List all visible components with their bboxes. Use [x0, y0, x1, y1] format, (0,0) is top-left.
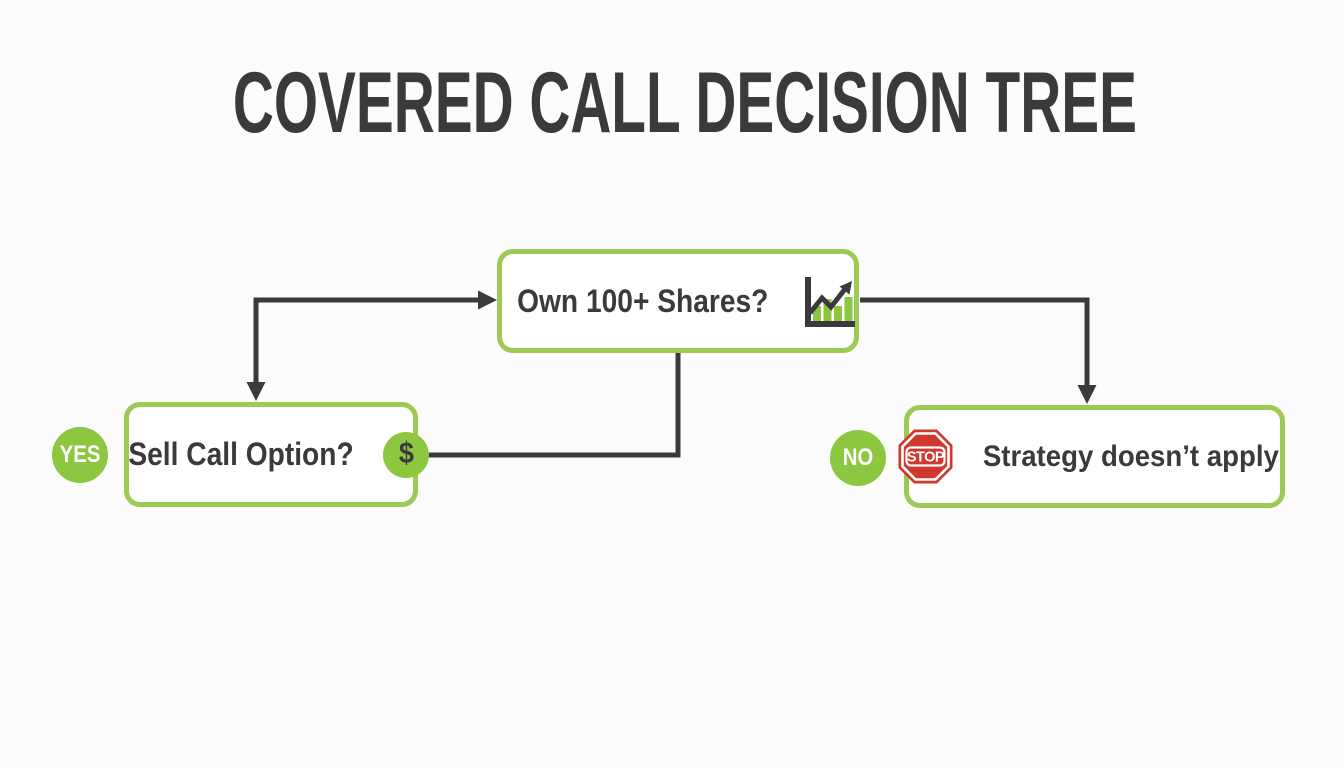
connector-root-to-yes-side	[418, 352, 681, 458]
arrowhead-into-no-node-icon	[1077, 385, 1097, 404]
dollar-icon: $	[383, 431, 430, 478]
node-sell-call-option-label: Sell Call Option?	[128, 436, 354, 472]
yes-badge-label: YES	[59, 441, 101, 468]
node-strategy-doesnt-apply: STOP Strategy doesn’t apply	[898, 405, 1285, 508]
node-own-shares-label: Own 100+ Shares?	[517, 282, 769, 319]
dollar-symbol: $	[398, 436, 414, 470]
yes-badge: YES	[52, 427, 108, 483]
growth-chart-icon	[804, 277, 855, 327]
no-badge: NO	[830, 430, 886, 486]
stop-sign-icon: STOP	[898, 429, 953, 484]
stop-sign-text: STOP	[907, 450, 945, 466]
connector-yes-branch	[253, 297, 487, 391]
node-sell-call-option: Sell Call Option? $	[124, 402, 430, 507]
page-title: COVERED CALL DECISION TREE	[0, 60, 1344, 146]
arrowhead-into-yes-node-icon	[246, 382, 266, 401]
arrowhead-into-root-icon	[478, 290, 497, 310]
connector-no-branch	[860, 297, 1090, 394]
node-own-shares: Own 100+ Shares?	[497, 249, 859, 353]
no-badge-label: NO	[842, 444, 874, 471]
node-strategy-doesnt-apply-label: Strategy doesn’t apply	[982, 439, 1280, 473]
page-title-text: COVERED CALL DECISION TREE	[232, 55, 1137, 151]
